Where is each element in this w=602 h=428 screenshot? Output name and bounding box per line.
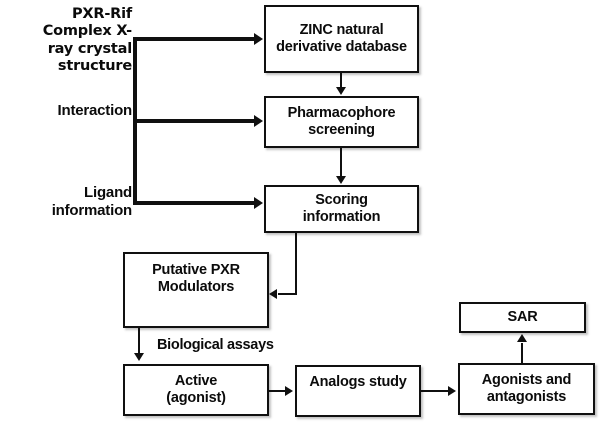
- node-scoring-information-label: Scoring information: [302, 191, 381, 225]
- node-analogs-study-label: Analogs study: [309, 374, 407, 390]
- input-label-interaction: Interaction: [57, 102, 133, 119]
- arrowhead-analogs-to-agonists: [448, 386, 456, 396]
- node-scoring-information[interactable]: Scoring information: [264, 185, 419, 233]
- node-zinc-database[interactable]: ZINC natural derivative database: [264, 5, 419, 73]
- node-pharmacophore-screening-label: Pharmacophore screening: [287, 104, 396, 138]
- arrowhead-ligand-to-scoring: [254, 197, 263, 209]
- input-label-structure: PXR-Rif Complex X- ray crystal structure: [42, 6, 133, 75]
- connector-zinc-to-pharmacophore: [340, 73, 342, 88]
- node-agonists-antagonists-label: Agonists and antagonists: [481, 371, 572, 405]
- node-active-agonist-label: Active (agonist): [166, 372, 226, 406]
- arrowhead-scoring-to-putative: [269, 289, 277, 299]
- connector-structure-to-zinc: [133, 37, 255, 41]
- arrowhead-putative-to-active: [134, 353, 144, 361]
- connector-scoring-to-putative: [278, 293, 297, 295]
- node-putative-pxr-modulators[interactable]: Putative PXR Modulators: [123, 252, 269, 328]
- connector-analogs-to-agonists: [421, 390, 449, 392]
- connector-active-to-analogs: [269, 390, 286, 392]
- connector-ligand-to-scoring: [133, 201, 255, 205]
- node-sar-label: SAR: [507, 308, 538, 325]
- arrowhead-interaction-to-pharmacophore: [254, 115, 263, 127]
- edge-label-biological-assays: Biological assays: [157, 337, 274, 353]
- arrowhead-active-to-analogs: [285, 386, 293, 396]
- connector-pharmacophore-to-scoring: [340, 148, 342, 177]
- arrowhead-pharmacophore-to-scoring: [336, 176, 346, 184]
- arrowhead-zinc-to-pharmacophore: [336, 87, 346, 95]
- node-sar[interactable]: SAR: [459, 302, 586, 333]
- node-analogs-study[interactable]: Analogs study: [295, 365, 421, 417]
- node-zinc-database-label: ZINC natural derivative database: [276, 21, 407, 55]
- node-active-agonist[interactable]: Active (agonist): [123, 364, 269, 416]
- connector-agonists-to-sar: [521, 343, 523, 364]
- input-label-ligand: Ligand information: [51, 184, 132, 219]
- arrowhead-structure-to-zinc: [254, 33, 263, 45]
- node-putative-pxr-modulators-label: Putative PXR Modulators: [152, 262, 240, 296]
- arrowhead-agonists-to-sar: [517, 334, 527, 342]
- node-agonists-antagonists[interactable]: Agonists and antagonists: [458, 363, 595, 415]
- connector-putative-to-active: [138, 328, 140, 354]
- node-pharmacophore-screening[interactable]: Pharmacophore screening: [264, 96, 419, 148]
- connector-scoring-down: [295, 233, 297, 295]
- connector-interaction-to-pharmacophore: [133, 119, 255, 123]
